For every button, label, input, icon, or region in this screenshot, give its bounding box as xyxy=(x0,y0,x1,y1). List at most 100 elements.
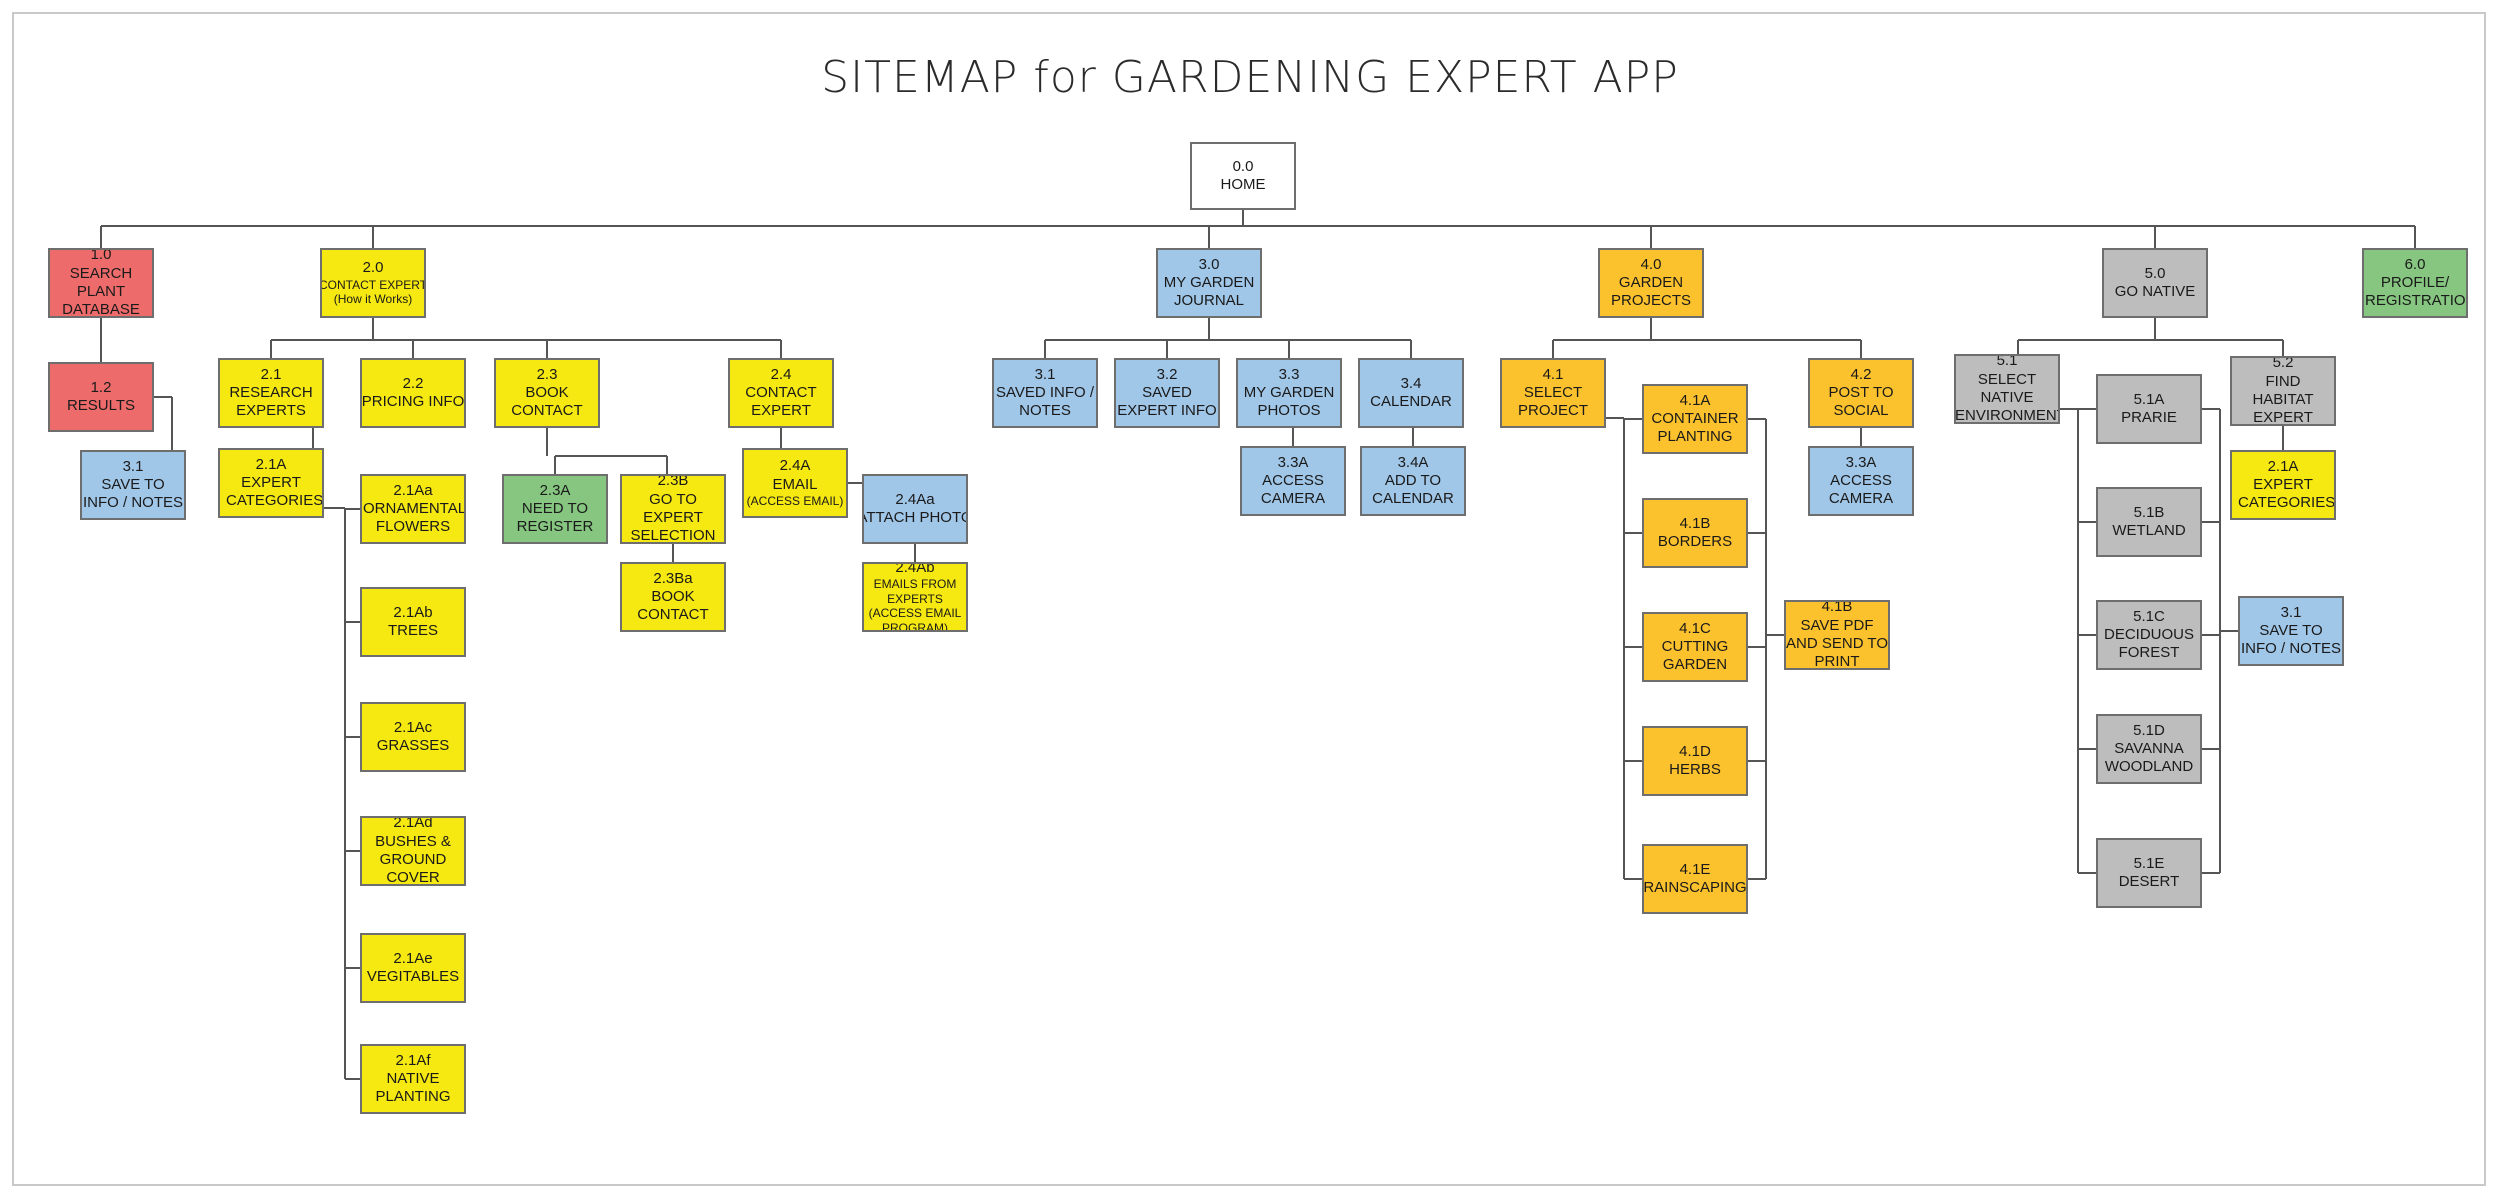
node-label: SAVE TO INFO / NOTES xyxy=(2241,621,2342,658)
node-label: EXPERT CATEGORIES xyxy=(2238,475,2336,512)
node-code: 2.1Ad xyxy=(393,816,433,832)
node-5-1d-savanna-woodland[interactable]: 5.1D SAVANNA WOODLAND xyxy=(2096,714,2202,784)
node-label: POST TO SOCIAL xyxy=(1828,383,1894,420)
node-code: 2.1A xyxy=(2267,457,2299,475)
node-code: 0.0 xyxy=(1232,157,1254,175)
node-code: 3.4 xyxy=(1400,374,1422,392)
node-2-3a-need-to-register[interactable]: 2.3A NEED TO REGISTER xyxy=(502,474,608,544)
node-2-2-pricing-info[interactable]: 2.2 PRICING INFO xyxy=(360,358,466,428)
node-1-2-results[interactable]: 1.2 RESULTS xyxy=(48,362,154,432)
node-code: 1.2 xyxy=(90,378,112,396)
node-label: SAVE PDF AND SEND TO PRINT xyxy=(1786,616,1888,670)
node-5-0-go-native[interactable]: 5.0 GO NATIVE xyxy=(2102,248,2208,318)
node-5-2-find-habitat-expert[interactable]: 5.2 FIND HABITAT EXPERT xyxy=(2230,356,2336,426)
node-5-1b-wetland[interactable]: 5.1B WETLAND xyxy=(2096,487,2202,557)
node-2-3b-go-to-expert-selection[interactable]: 2.3B GO TO EXPERT SELECTION xyxy=(620,474,726,544)
node-2-4ab-emails-from-experts[interactable]: 2.4Ab EMAILS FROM EXPERTS (ACCESS EMAIL … xyxy=(862,562,968,632)
node-2-1ae-vegitables[interactable]: 2.1Ae VEGITABLES xyxy=(360,933,466,1003)
node-2-1a-expert-categories[interactable]: 2.1A EXPERT CATEGORIES xyxy=(218,448,324,518)
node-label: SAVED INFO / NOTES xyxy=(995,383,1095,420)
node-label: CALENDAR xyxy=(1370,393,1452,410)
node-label: PRARIE xyxy=(2121,409,2177,426)
node-label: SELECT NATIVE ENVIRONMENT xyxy=(1955,370,2060,424)
node-code: 3.3 xyxy=(1278,365,1300,383)
node-2-1aa-ornamental-flowers[interactable]: 2.1Aa ORNAMENTAL FLOWERS xyxy=(360,474,466,544)
node-label: BUSHES & GROUND COVER xyxy=(375,832,451,886)
node-code: 4.1 xyxy=(1542,365,1564,383)
node-2-3ba-book-contact[interactable]: 2.3Ba BOOK CONTACT xyxy=(620,562,726,632)
node-code: 6.0 xyxy=(2404,255,2426,273)
node-2-1ab-trees[interactable]: 2.1Ab TREES xyxy=(360,587,466,657)
node-5-1c-deciduous-forest[interactable]: 5.1C DECIDUOUS FOREST xyxy=(2096,600,2202,670)
node-2-4aa-attach-photo[interactable]: 2.4Aa ATTACH PHOTO xyxy=(862,474,968,544)
node-code: 3.1 xyxy=(1034,365,1056,383)
node-code: 4.1D xyxy=(1679,742,1711,760)
node-3-3a-access-camera-social[interactable]: 3.3A ACCESS CAMERA xyxy=(1808,446,1914,516)
node-2-4-contact-expert[interactable]: 2.4 CONTACT EXPERT xyxy=(728,358,834,428)
node-0-0-home[interactable]: 0.0 HOME xyxy=(1190,142,1296,210)
node-5-1a-prarie[interactable]: 5.1A PRARIE xyxy=(2096,374,2202,444)
node-4-0-garden-projects[interactable]: 4.0 GARDEN PROJECTS xyxy=(1598,248,1704,318)
node-4-1d-herbs[interactable]: 4.1D HERBS xyxy=(1642,726,1748,796)
node-code: 4.1C xyxy=(1679,619,1711,637)
node-4-1b-borders[interactable]: 4.1B BORDERS xyxy=(1642,498,1748,568)
node-code: 2.4A xyxy=(779,457,811,475)
node-2-1ac-grasses[interactable]: 2.1Ac GRASSES xyxy=(360,702,466,772)
node-3-3-my-garden-photos[interactable]: 3.3 MY GARDEN PHOTOS xyxy=(1236,358,1342,428)
node-2-1af-native-planting[interactable]: 2.1Af NATIVE PLANTING xyxy=(360,1044,466,1114)
node-label: SAVANNA WOODLAND xyxy=(2104,739,2194,776)
node-3-1-save-to-info-notes[interactable]: 3.1 SAVE TO INFO / NOTES xyxy=(80,450,186,520)
node-4-1a-container-planting[interactable]: 4.1A CONTAINER PLANTING xyxy=(1642,384,1748,454)
node-label: PRICING INFO xyxy=(361,393,465,410)
node-code: 5.1 xyxy=(1996,354,2018,370)
node-label: CONTACT EXPERT xyxy=(320,277,426,292)
node-3-2-saved-expert-info[interactable]: 3.2 SAVED EXPERT INFO xyxy=(1114,358,1220,428)
node-2-3-book-contact[interactable]: 2.3 BOOK CONTACT xyxy=(494,358,600,428)
node-label: BOOK CONTACT xyxy=(637,587,709,624)
node-4-1b-save-pdf-send-to-print[interactable]: 4.1B SAVE PDF AND SEND TO PRINT xyxy=(1784,600,1890,670)
node-5-1-select-native-environment[interactable]: 5.1 SELECT NATIVE ENVIRONMENT xyxy=(1954,354,2060,424)
node-4-1-select-project[interactable]: 4.1 SELECT PROJECT xyxy=(1500,358,1606,428)
node-label: EXPERT CATEGORIES xyxy=(226,473,324,510)
node-label: ORNAMENTAL FLOWERS xyxy=(363,499,466,536)
node-label: HERBS xyxy=(1669,761,1721,778)
node-6-0-profile-registration[interactable]: 6.0 PROFILE/ REGISTRATION xyxy=(2362,248,2468,318)
node-5-1e-desert[interactable]: 5.1E DESERT xyxy=(2096,838,2202,908)
node-4-1c-cutting-garden[interactable]: 4.1C CUTTING GARDEN xyxy=(1642,612,1748,682)
node-label: GRASSES xyxy=(376,737,450,754)
node-code: 2.4Aa xyxy=(895,490,935,508)
node-3-4-calendar[interactable]: 3.4 CALENDAR xyxy=(1358,358,1464,428)
node-code: 3.2 xyxy=(1156,365,1178,383)
node-label: MY GARDEN PHOTOS xyxy=(1243,383,1335,420)
node-code: 5.0 xyxy=(2144,264,2166,282)
page-title: SITEMAP for GARDENING EXPERT APP xyxy=(821,52,1679,103)
node-label: ATTACH PHOTO xyxy=(862,509,968,526)
node-code: 2.1A xyxy=(255,455,287,473)
node-label: DESERT xyxy=(2118,873,2180,890)
node-code: 5.1C xyxy=(2133,607,2165,625)
node-label: ACCESS CAMERA xyxy=(1828,471,1894,508)
node-label: ACCESS CAMERA xyxy=(1260,471,1326,508)
node-2-1a-expert-categories-native[interactable]: 2.1A EXPERT CATEGORIES xyxy=(2230,450,2336,520)
node-3-0-my-garden-journal[interactable]: 3.0 MY GARDEN JOURNAL xyxy=(1156,248,1262,318)
node-3-3a-access-camera[interactable]: 3.3A ACCESS CAMERA xyxy=(1240,446,1346,516)
node-label: GO NATIVE xyxy=(2114,283,2196,300)
node-4-2-post-to-social[interactable]: 4.2 POST TO SOCIAL xyxy=(1808,358,1914,428)
node-code: 3.4A xyxy=(1397,453,1429,471)
node-3-1-saved-info-notes[interactable]: 3.1 SAVED INFO / NOTES xyxy=(992,358,1098,428)
node-2-0-contact-expert[interactable]: 2.0 CONTACT EXPERT (How it Works) xyxy=(320,248,426,318)
node-label: VEGITABLES xyxy=(366,968,460,985)
node-code: 2.3B xyxy=(657,474,689,490)
node-label: RESEARCH EXPERTS xyxy=(229,383,313,420)
node-4-1e-rainscaping[interactable]: 4.1E RAINSCAPING xyxy=(1642,844,1748,914)
node-2-1ad-bushes-ground-cover[interactable]: 2.1Ad BUSHES & GROUND COVER xyxy=(360,816,466,886)
node-1-0-search-plant-database[interactable]: 1.0 SEARCH PLANT DATABASE xyxy=(48,248,154,318)
node-2-1-research-experts[interactable]: 2.1 RESEARCH EXPERTS xyxy=(218,358,324,428)
node-label: MY GARDEN JOURNAL xyxy=(1163,273,1255,310)
node-2-4a-email[interactable]: 2.4A EMAIL (ACCESS EMAIL) xyxy=(742,448,848,518)
node-3-4a-add-to-calendar[interactable]: 3.4A ADD TO CALENDAR xyxy=(1360,446,1466,516)
node-label: DECIDUOUS FOREST xyxy=(2104,625,2195,662)
node-3-1-save-to-info-notes-native[interactable]: 3.1 SAVE TO INFO / NOTES xyxy=(2238,596,2344,666)
node-label: FIND HABITAT EXPERT xyxy=(2252,372,2314,426)
